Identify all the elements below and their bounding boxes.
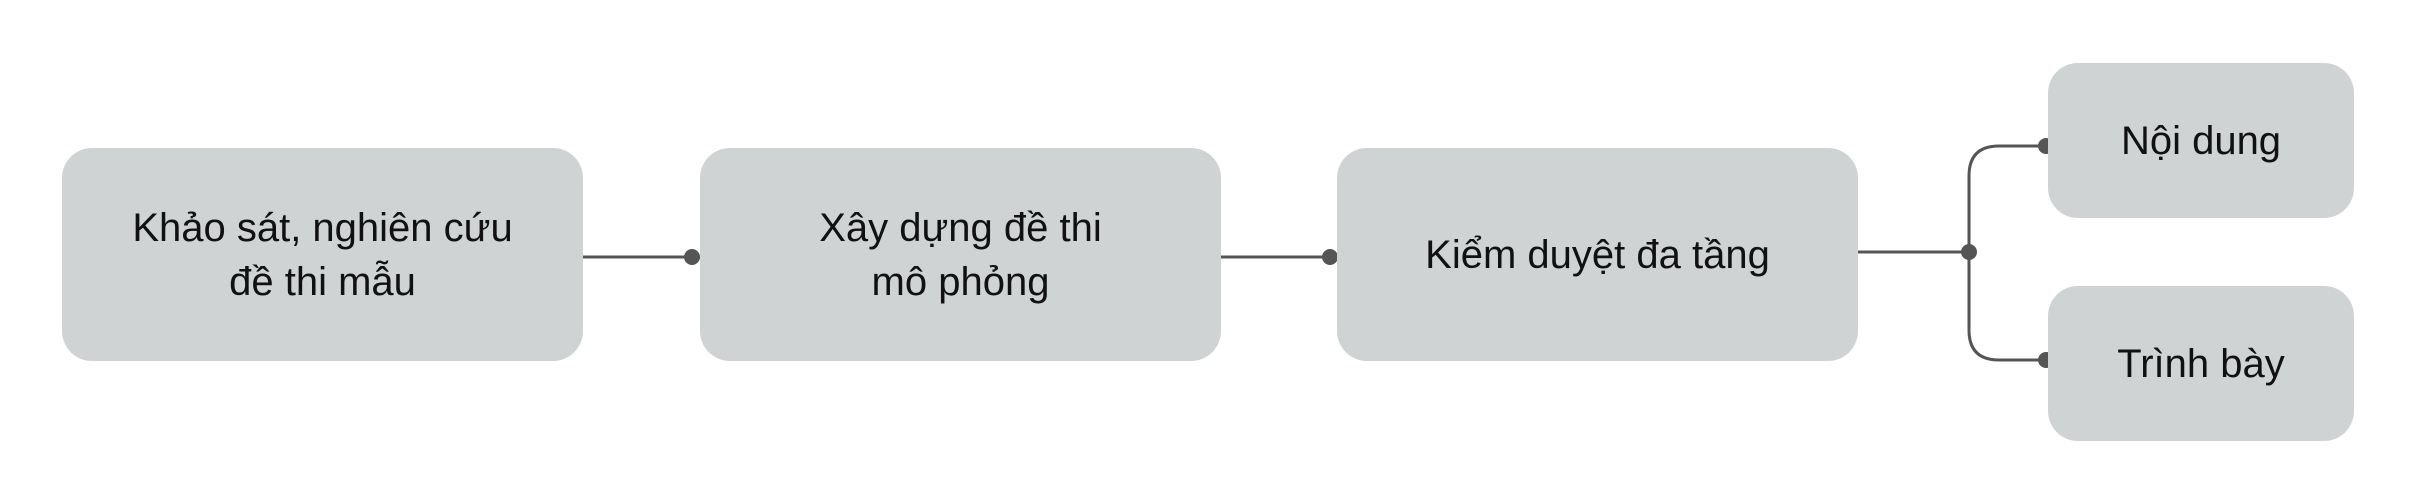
node-build-mock-exam: Xây dựng đề thi mô phỏng xyxy=(700,148,1221,361)
connector-dot-n3 xyxy=(1322,249,1338,265)
node-label: Nội dung xyxy=(2120,118,2282,163)
node-survey-research: Khảo sát, nghiên cứu đề thi mẫu xyxy=(62,148,583,361)
node-label: Kiểm duyệt đa tầng xyxy=(1425,232,1770,277)
node-label: Khảo sát, nghiên cứu đề thi mẫu xyxy=(132,205,513,304)
node-label: Xây dựng đề thi mô phỏng xyxy=(819,205,1102,304)
connector-junction-n5 xyxy=(1967,250,2048,362)
connector-junction-n4 xyxy=(1967,144,2048,254)
node-presentation: Trình bày xyxy=(2048,286,2354,441)
node-multilevel-review: Kiểm duyệt đa tầng xyxy=(1337,148,1858,361)
node-content: Nội dung xyxy=(2048,63,2354,218)
connector-dot-n2 xyxy=(684,249,700,265)
node-label: Trình bày xyxy=(2117,341,2285,386)
